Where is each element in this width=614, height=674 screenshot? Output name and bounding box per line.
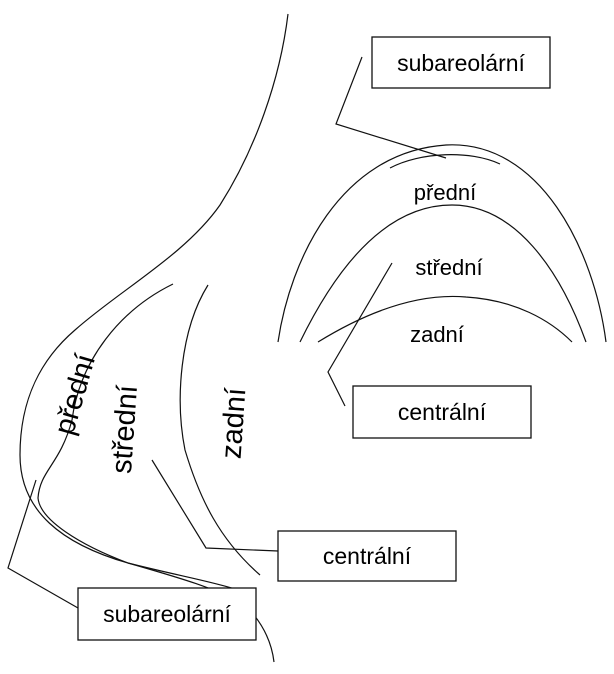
front-label-anterior: přední	[414, 180, 476, 205]
front-central-leader	[327, 262, 393, 407]
front-posterior-line	[317, 295, 573, 343]
side-view: přední střední zadní centrální subareolá…	[7, 13, 457, 663]
front-central-label: centrální	[398, 399, 487, 425]
side-label-middle: střední	[106, 384, 144, 475]
front-label-posterior: zadní	[410, 322, 464, 347]
front-label-middle: střední	[415, 255, 482, 280]
front-subareolar-leader	[335, 56, 447, 159]
front-view: přední střední zadní subareolární centrá…	[277, 36, 607, 439]
front-outer-arch	[277, 144, 607, 343]
front-areola-curve	[389, 154, 501, 169]
side-breast-outline	[19, 13, 289, 663]
front-central-callout: centrální	[352, 385, 532, 439]
side-label-posterior: zadní	[216, 387, 253, 460]
side-middle-posterior-curve	[179, 284, 261, 576]
side-anterior-middle-curve	[37, 283, 239, 591]
side-central-callout: centrální	[277, 530, 457, 582]
side-central-leader	[151, 459, 279, 552]
side-label-anterior: přední	[49, 351, 102, 439]
front-subareolar-callout: subareolární	[371, 36, 551, 89]
side-subareolar-label: subareolární	[103, 601, 231, 627]
side-subareolar-callout: subareolární	[77, 587, 257, 641]
side-subareolar-leader	[7, 479, 79, 609]
front-middle-arch	[299, 204, 587, 343]
side-central-label: centrální	[323, 543, 412, 569]
front-subareolar-label: subareolární	[397, 50, 525, 76]
